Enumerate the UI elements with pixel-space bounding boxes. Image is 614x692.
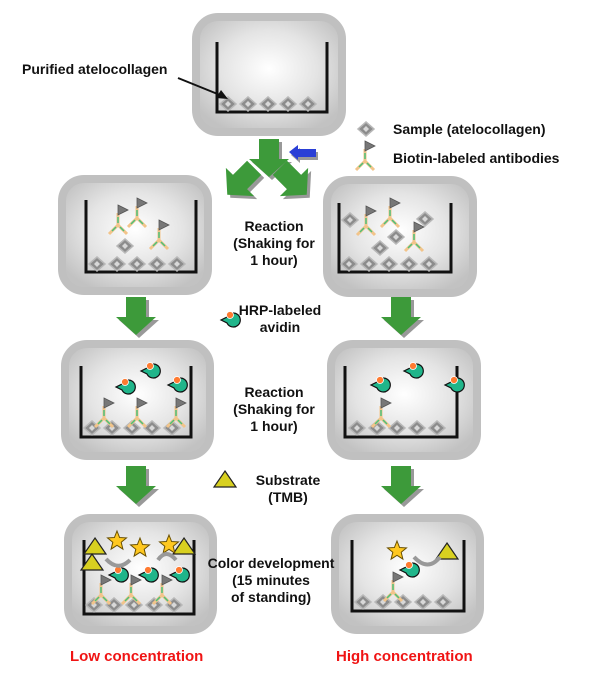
well-panel-left-1 [58, 175, 212, 295]
sample-legend-icon [357, 121, 375, 137]
reaction-line: 1 hour) [250, 252, 298, 268]
antibody-legend-icon [354, 139, 377, 172]
reaction-line: (Shaking for [233, 401, 315, 417]
color-dev-line: (15 minutes [232, 572, 310, 588]
hrp-avidin-label: HRP-labeled avidin [228, 302, 332, 336]
well-panel-right-2 [327, 340, 481, 460]
high-concentration-label: High concentration [336, 648, 473, 665]
pointer-arrow [177, 77, 226, 98]
well-panel-left-3 [64, 514, 217, 634]
legend-antibody-label: Biotin-labeled antibodies [393, 150, 560, 166]
arrow-down-right-2 [381, 466, 424, 507]
arrow-down-left-2 [116, 466, 159, 507]
substrate-label: Substrate (TMB) [238, 472, 338, 506]
reaction-line: 1 hour) [250, 418, 298, 434]
low-concentration-label: Low concentration [70, 648, 204, 665]
hrp-line: HRP-labeled [238, 302, 322, 318]
reaction-line: Reaction [244, 384, 304, 400]
well-panel-left-2 [61, 340, 214, 460]
arrow-down-left-1 [116, 297, 159, 338]
arrow-blue-add [289, 145, 318, 163]
substrate-line: (TMB) [268, 489, 308, 505]
legend-sample-label: Sample (atelocollagen) [393, 121, 546, 137]
purified-atelocollagen-label: Purified atelocollagen [22, 61, 168, 77]
arrow-down-right-1 [381, 297, 424, 338]
well-panel-right-3 [331, 514, 484, 634]
reaction-line: Reaction [244, 218, 304, 234]
reaction-line: (Shaking for [233, 235, 315, 251]
well-panel-initial [192, 13, 346, 136]
hrp-line: avidin [259, 319, 301, 335]
color-dev-line: of standing) [230, 589, 312, 605]
substrate-line: Substrate [255, 472, 321, 488]
reaction-step-2-label: Reaction (Shaking for 1 hour) [222, 384, 326, 435]
reaction-step-1-label: Reaction (Shaking for 1 hour) [222, 218, 326, 269]
substrate-legend-icon [213, 470, 237, 488]
color-dev-line: Color development [207, 555, 335, 571]
well-panel-right-1 [323, 176, 477, 297]
color-development-label: Color development (15 minutes of standin… [196, 555, 346, 606]
